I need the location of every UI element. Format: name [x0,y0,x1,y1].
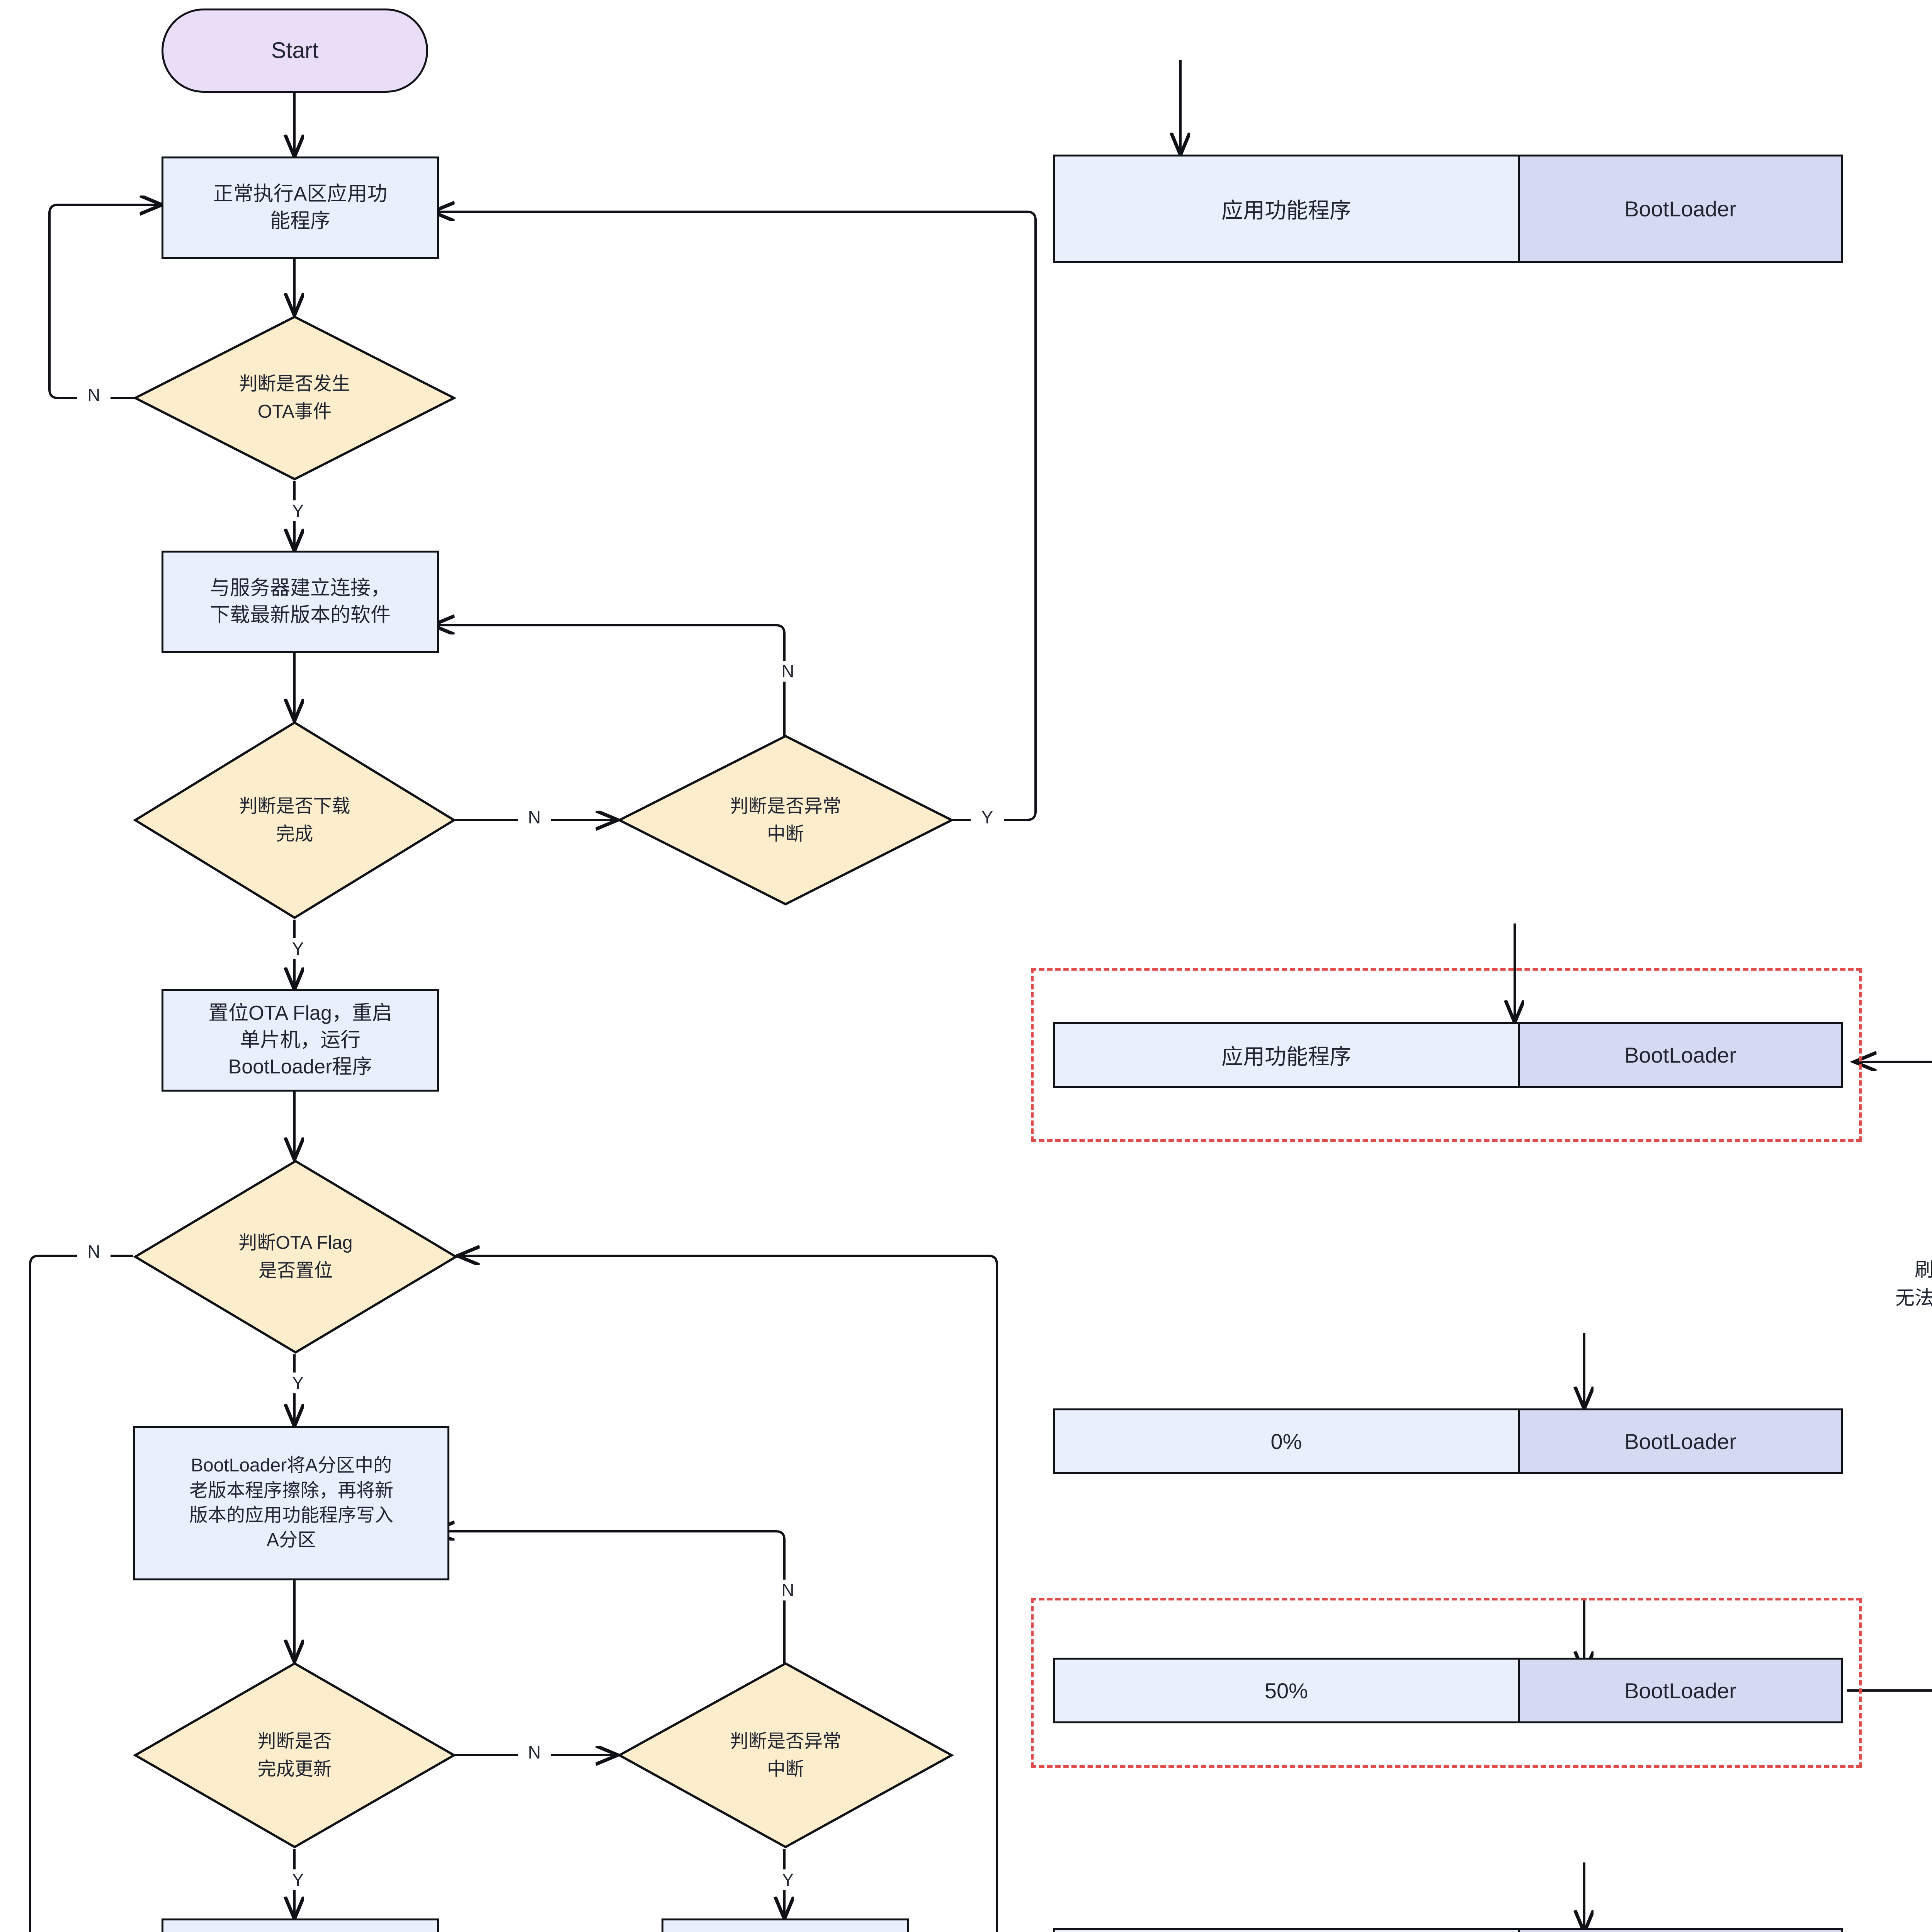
node-bootloader-write-line1: BootLoader将A分区中的 [190,1455,392,1476]
edge-label-update-yes: Y [281,1869,315,1890]
node-set-ota-flag[interactable]: 置位OTA Flag，重启 单片机，运行 BootLoader程序 [162,989,439,1092]
edge-label-ota-event-no: N [77,384,111,405]
node-check-ota-event-line1: 判断是否发生 [239,374,350,394]
node-check-abort-update-line2: 中断 [767,1759,804,1779]
memory-bar-top[interactable]: 应用功能程序 BootLoader [1053,155,1843,263]
node-check-abort-update[interactable]: 判断是否异常 中断 [617,1662,954,1849]
memory-bar-flash-in[interactable]: 应用功能程序 BootLoader [1053,1022,1843,1088]
memory-bar-50-app: 50% [1055,1660,1518,1721]
node-bootloader-write-line3: 版本的应用功能程序写入 [189,1505,393,1526]
node-start-label: Start [271,38,319,63]
memory-bar-100[interactable]: 100% BootLoader [1053,1928,1843,1932]
memory-bar-flash-in-app: 应用功能程序 [1055,1024,1518,1086]
node-check-ota-event-line2: OTA事件 [257,401,332,422]
node-check-abort-download-line2: 中断 [767,823,804,844]
edge-label-update-no: N [518,1742,551,1763]
node-check-ota-event[interactable]: 判断是否发生 OTA事件 [133,315,456,481]
memory-bar-0-bootloader: BootLoader [1517,1410,1841,1472]
memory-bar-0-app: 0% [1055,1410,1518,1472]
node-connect-server[interactable]: 与服务器建立连接， 下载最新版本的软件 [162,551,439,653]
node-check-update-done[interactable]: 判断是否 完成更新 [133,1662,456,1849]
node-check-ota-flag-line1: 判断OTA Flag [238,1232,353,1253]
node-check-download-done[interactable]: 判断是否下载 完成 [133,721,456,920]
node-run-app-a[interactable]: 正常执行A区应用功 能程序 [162,156,439,259]
memory-bar-100-bootloader: BootLoader [1517,1930,1841,1932]
edge-label-ota-event-yes: Y [281,500,315,521]
edge-label-abort-download-yes: Y [971,807,1004,828]
node-check-download-done-line2: 完成 [276,823,313,844]
flash-abort-connector [1847,1062,1932,1692]
node-check-abort-download-line1: 判断是否异常 [730,796,841,816]
flash-abort-annotation-line2: 无法返回此处 [1895,1287,1932,1309]
node-check-update-done-line1: 判断是否 [257,1731,332,1752]
edge-label-ota-flag-no: N [77,1241,111,1262]
node-connect-server-line1: 与服务器建立连接， [209,577,391,599]
node-bootloader-write[interactable]: BootLoader将A分区中的 老版本程序擦除，再将新 版本的应用功能程序写入… [133,1426,449,1580]
node-run-app-a-line2: 能程序 [270,209,330,232]
node-set-ota-flag-line3: BootLoader程序 [228,1056,372,1078]
node-check-ota-flag[interactable]: 判断OTA Flag 是否置位 [133,1159,458,1354]
node-start[interactable]: Start [162,9,428,93]
node-bootloader-write-line4: A分区 [266,1530,316,1551]
memory-bar-100-app: 100% [1055,1930,1518,1932]
edge-label-abort-download-no: N [771,661,804,682]
edge-label-abort-update-no: N [771,1580,804,1600]
node-set-ota-flag-line1: 置位OTA Flag，重启 [208,1002,392,1024]
node-check-ota-flag-line2: 是否置位 [258,1260,333,1281]
edge-label-ota-flag-yes: Y [281,1372,315,1393]
node-check-abort-download[interactable]: 判断是否异常 中断 [617,734,954,906]
highlight-box-flash-in [1031,968,1862,1142]
node-check-download-done-line1: 判断是否下载 [239,796,350,816]
node-post-handler[interactable]: 执行后处理方案 [662,1918,909,1932]
memory-bar-50-bootloader: BootLoader [1517,1660,1841,1721]
node-set-ota-flag-line2: 单片机，运行 [240,1029,361,1051]
edge-label-abort-update-yes: Y [771,1869,804,1890]
flash-abort-annotation: 刷写中断 无法返回此处 [1843,1256,1932,1312]
memory-bar-top-bootloader: BootLoader [1517,156,1841,261]
node-clear-ota-flag[interactable]: 清除OTA Flag，重启 单片机，运行 BootLoader程序 [162,1918,439,1932]
node-run-app-a-line1: 正常执行A区应用功 [213,182,388,205]
flash-abort-annotation-line1: 刷写中断 [1915,1259,1932,1281]
node-bootloader-write-line2: 老版本程序擦除，再将新 [189,1480,393,1501]
memory-bar-50[interactable]: 50% BootLoader [1053,1658,1843,1723]
node-connect-server-line2: 下载最新版本的软件 [209,604,391,626]
memory-bar-top-app: 应用功能程序 [1055,156,1518,261]
edge-label-download-no: N [518,807,551,828]
node-check-update-done-line2: 完成更新 [257,1759,332,1779]
node-check-abort-update-line1: 判断是否异常 [730,1731,841,1752]
highlight-box-50 [1031,1598,1862,1768]
memory-bar-0[interactable]: 0% BootLoader [1053,1408,1843,1474]
edge-label-download-yes: Y [281,938,315,959]
memory-bar-flash-in-bootloader: BootLoader [1517,1024,1841,1086]
